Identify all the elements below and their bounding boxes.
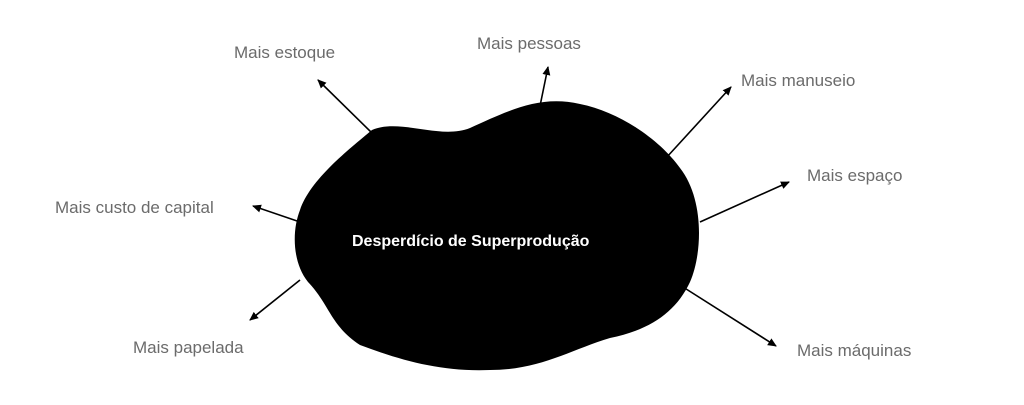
label-mais-pessoas: Mais pessoas bbox=[477, 34, 581, 53]
label-mais-papelada: Mais papelada bbox=[133, 338, 244, 357]
arrow-custo-de-capital bbox=[252, 204, 301, 223]
arrow-maquinas bbox=[682, 286, 777, 347]
center-label: Desperdício de Superprodução bbox=[352, 233, 590, 250]
arrow-papelada bbox=[249, 279, 301, 321]
label-mais-maquinas: Mais máquinas bbox=[797, 341, 912, 360]
label-mais-espaco: Mais espaço bbox=[807, 166, 903, 185]
label-mais-custo-de-capital: Mais custo de capital bbox=[55, 198, 214, 217]
label-mais-estoque: Mais estoque bbox=[234, 43, 336, 62]
arrow-manuseio bbox=[665, 86, 732, 159]
arrow-pessoas bbox=[539, 66, 551, 107]
label-mais-manuseio: Mais manuseio bbox=[741, 71, 856, 90]
arrow-estoque bbox=[317, 79, 373, 134]
overproduction-cloud bbox=[294, 101, 700, 371]
arrow-espaco bbox=[699, 181, 790, 223]
